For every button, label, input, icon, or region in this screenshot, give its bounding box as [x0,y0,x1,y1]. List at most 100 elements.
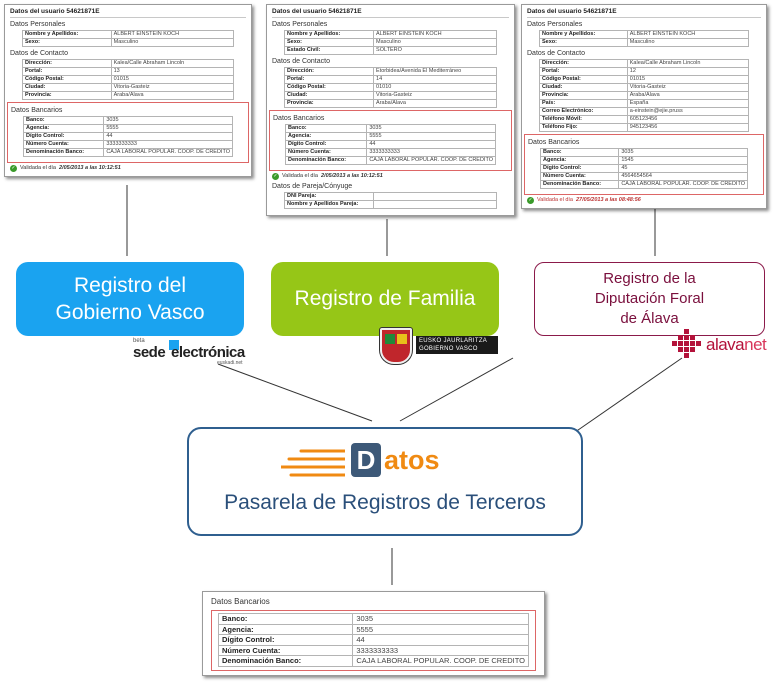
result-section-title: Datos Bancarios [211,597,270,606]
field-value: CAJA LABORAL POPULAR. COOP. DE CREDITO [618,180,748,189]
table-row: Código Postal:01015 [539,75,750,84]
field-label: Nombre y Apellidos: [539,30,628,39]
table-row: Dirección:Kalea/Calle Abraham Lincoln [22,59,235,68]
familia-record-panel: Datos del usuario 54621871E Datos Person… [266,4,515,216]
personal-section-title: Datos Personales [10,21,66,28]
user-id-heading: Datos del usuario 54621871E [10,8,246,18]
partner-table: DNI Pareja:Nombre y Apellidos Pareja: [283,192,497,209]
user-id-heading: Datos del usuario 54621871E [272,8,509,18]
table-row: Dígito Control:45 [539,164,748,173]
table-row: Correo Electrónico:a-einstein@ejie.pruss [539,107,750,116]
field-value: Vitoria-Gasteiz [373,91,497,100]
bank-section-title: Datos Bancarios [528,139,580,146]
field-label: Banco: [284,124,368,133]
table-row: Dirección:Etorbidea/Avenida El Mediterrá… [283,67,497,76]
table-row: Teléfono Móvil:605123456 [539,115,750,124]
table-row: Provincia:Araba/Álava [22,91,235,100]
field-label: Denominación Banco: [539,180,620,189]
field-value: 44 [103,132,233,141]
sede-beta-text: beta [133,338,145,344]
gv-line2: GOBIERNO VASCO [419,346,478,352]
registro-gobierno-vasco-label: Registro del Gobierno Vasco [55,274,205,324]
field-value: 5555 [103,124,233,133]
field-value: CAJA LABORAL POPULAR. COOP. DE CREDITO [352,655,529,667]
field-value: SOLTERO [373,46,497,55]
table-row: Portal:12 [539,67,750,76]
alavanet-diamond-icon [672,329,701,358]
field-value: 01015 [110,75,235,84]
field-label: Número Cuenta: [22,140,105,149]
field-label: Sexo: [539,38,628,47]
field-label: Estado Civil: [283,46,375,55]
field-value: ALBERT EINSTEIN KOCH [110,30,235,39]
field-label: Agencia: [539,156,620,165]
field-label: Número Cuenta: [217,644,354,656]
field-label: País: [539,99,628,108]
datos-word-rest: atos [384,445,440,475]
field-value: 44 [352,634,529,646]
personal-section-title: Datos Personales [527,21,583,28]
alavanet-logo: alavanet [670,326,782,360]
field-label: Provincia: [22,91,112,100]
table-row: Denominación Banco:CAJA LABORAL POPULAR.… [217,655,529,667]
field-label: Código Postal: [539,75,628,84]
partner-section-title: Datos de Pareja/Cónyuge [272,183,353,190]
alavanet-wordmark: alavanet [706,335,767,355]
alavanet-word-alava: alava [706,335,745,354]
field-label: Ciudad: [539,83,628,92]
table-row: Estado Civil:SOLTERO [283,46,497,55]
field-value: Araba/Álava [110,91,235,100]
field-value: 01015 [626,75,750,84]
connector-alava-gateway [567,357,683,438]
field-value: Vitoria-Gasteiz [110,83,235,92]
table-row: Agencia:5555 [284,132,496,141]
table-row: Dígito Control:44 [217,634,529,646]
field-value: 5555 [352,623,529,635]
table-row: Denominación Banco:CAJA LABORAL POPULAR.… [284,156,496,165]
validated-when: 27/05/2013 a las 08:48:56 [575,197,641,203]
table-row: DNI Pareja: [283,192,497,201]
field-label: Banco: [539,148,620,157]
bank-section-title: Datos Bancarios [273,115,325,122]
field-value: a-einstein@ejie.pruss [626,107,750,116]
field-label: Dirección: [539,59,628,68]
field-value: 12 [626,67,750,76]
table-row: Banco:3035 [284,124,496,133]
field-value: Masculino [626,38,750,47]
field-label: Dígito Control: [22,132,105,141]
field-value: 5555 [366,132,496,141]
table-row: Provincia:Araba/Álava [283,99,497,108]
field-label: Nombre y Apellidos: [22,30,112,39]
table-row: Nombre y Apellidos Pareja: [283,200,497,209]
alavanet-word-net: net [744,335,767,354]
validated-when: 2/05/2013 a las 10:12:51 [320,173,383,179]
field-value: Kalea/Calle Abraham Lincoln [626,59,750,68]
table-row: Número Cuenta:3333333333 [22,140,233,149]
field-label: Código Postal: [22,75,112,84]
field-label: Nombre y Apellidos: [283,30,375,39]
contact-section-title: Datos de Contacto [527,50,585,57]
sede-word: sede [133,344,166,361]
registro-diputacion-alava-box: Registro de la Diputación Foral de Álava [534,262,765,336]
field-label: Código Postal: [283,83,375,92]
field-label: Banco: [217,613,354,625]
table-row: Código Postal:01010 [283,83,497,92]
alava-record-panel: Datos del usuario 54621871E Datos Person… [521,4,767,209]
field-label: Denominación Banco: [217,655,354,667]
field-value: 605123456 [626,115,750,124]
table-row: Número Cuenta:3333333333 [284,148,496,157]
table-row: Código Postal:01015 [22,75,235,84]
field-label: Denominación Banco: [22,148,105,157]
coat-of-arms-icon [380,328,412,364]
registro-familia-box: Registro de Familia [271,262,499,336]
field-label: Portal: [283,75,375,84]
table-row: Denominación Banco:CAJA LABORAL POPULAR.… [539,180,748,189]
